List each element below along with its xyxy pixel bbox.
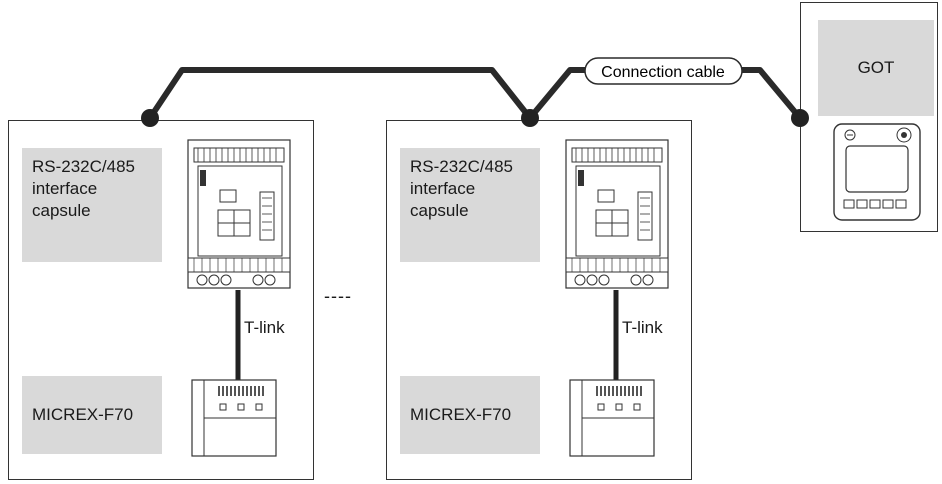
capsule-line-3: capsule	[410, 201, 469, 220]
cable-label-box	[584, 57, 743, 85]
micrex-f70-unit-2	[569, 379, 655, 457]
capsule-line-1: RS-232C/485	[410, 157, 514, 176]
t-link-label-2: T-link	[622, 318, 663, 337]
interface-unit-1	[187, 139, 291, 289]
cable-label-text: Connection cable	[601, 64, 725, 81]
micrex-f70-unit-1	[191, 379, 277, 457]
capsule-line-3: capsule	[32, 201, 91, 220]
more-stations-separator: ----	[324, 286, 352, 306]
plc-name-2: MICREX-F70	[410, 405, 512, 424]
capsule-line-2: interface	[32, 179, 98, 198]
got-device	[833, 123, 921, 221]
interface-unit-2	[565, 139, 669, 289]
plc-name-1: MICREX-F70	[32, 405, 134, 424]
got-label: GOT	[818, 20, 934, 116]
interface-capsule-label-1: RS-232C/485 interface capsule	[22, 148, 162, 262]
junction-dot-2	[521, 109, 539, 127]
junction-dot-got	[791, 109, 809, 127]
got-text: GOT	[857, 58, 895, 77]
capsule-line-1: RS-232C/485	[32, 157, 136, 176]
junction-dot-1	[141, 109, 159, 127]
plc-label-2: MICREX-F70	[400, 376, 540, 454]
capsule-line-2: interface	[410, 179, 476, 198]
interface-capsule-label-2: RS-232C/485 interface capsule	[400, 148, 540, 262]
t-link-label-1: T-link	[244, 318, 285, 337]
plc-label-1: MICREX-F70	[22, 376, 162, 454]
